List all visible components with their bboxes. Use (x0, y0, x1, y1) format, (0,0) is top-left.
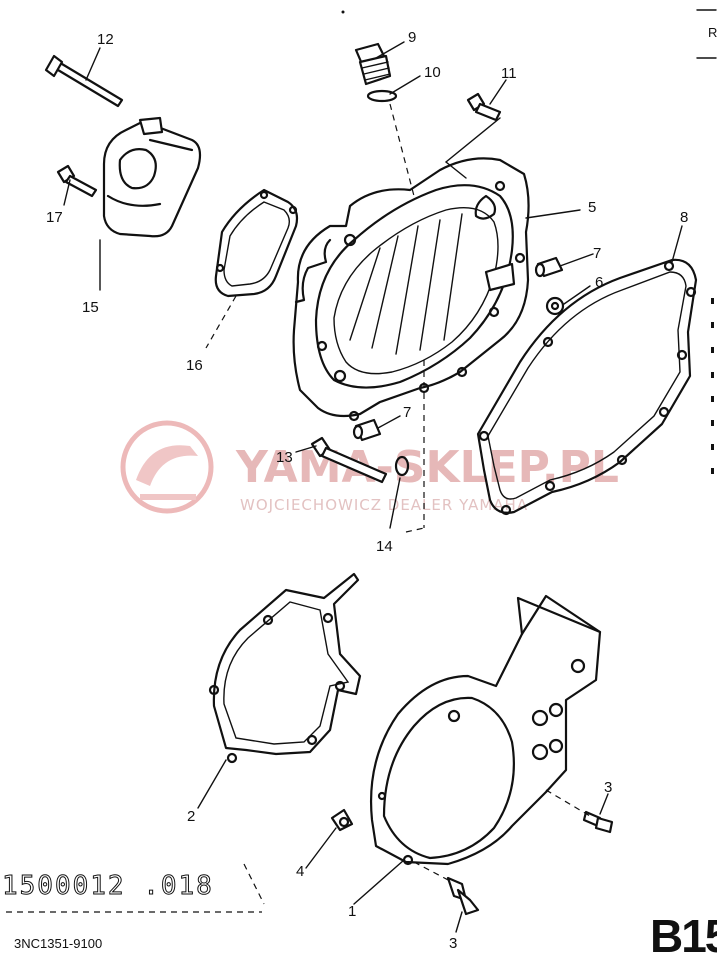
callout-7-upper: 7 (593, 245, 601, 262)
callout-3-lower: 3 (449, 935, 457, 952)
bolt-3-lower (446, 876, 480, 916)
callout-5: 5 (588, 199, 596, 216)
dowel-pin-7-lower (352, 418, 382, 442)
part-number: 3NC1351-9100 (14, 936, 102, 951)
watermark-logo (120, 420, 214, 514)
watermark-logo-shape (136, 445, 198, 486)
edge-marks: R (341, 9, 717, 474)
callout-4: 4 (296, 863, 304, 880)
gasket-8 (476, 258, 698, 516)
leader-lines (6, 41, 683, 933)
bolt-11 (466, 92, 502, 122)
o-ring-10 (366, 89, 398, 103)
callout-15: 15 (82, 299, 99, 316)
gasket-2 (208, 572, 362, 764)
callout-12: 12 (97, 31, 114, 48)
callout-14: 14 (376, 538, 393, 555)
callout-2: 2 (187, 808, 195, 825)
bolt-17 (56, 164, 98, 198)
crankcase-cover-5 (292, 157, 530, 422)
callout-3-upper: 3 (604, 779, 612, 796)
callout-9: 9 (408, 29, 416, 46)
footer: 1500012 .018 3NC1351-9100 B15 (2, 871, 717, 963)
callout-7-lower: 7 (403, 404, 411, 421)
plug-9 (354, 42, 392, 86)
gasket-16 (214, 188, 299, 298)
bolt-3-upper (582, 810, 614, 834)
bolt-13 (310, 436, 388, 484)
callout-labels: 12 17 15 16 9 10 11 5 8 7 6 7 13 14 2 4 … (46, 29, 688, 952)
callout-8: 8 (680, 209, 688, 226)
watermark-tagline: WOJCIECHOWICZ DEALER YAMAHA (240, 496, 528, 514)
page-code: B15 (650, 910, 717, 962)
callout-17: 17 (46, 209, 63, 226)
cover-15 (102, 116, 202, 238)
plug-4 (330, 808, 354, 832)
washer-14 (394, 455, 410, 477)
seal-6 (545, 296, 565, 316)
callout-11: 11 (501, 65, 517, 82)
cover-1 (369, 594, 602, 866)
callout-1: 1 (348, 903, 356, 920)
dowel-pin-7-upper (534, 256, 564, 278)
stamp-code: 1500012 .018 (2, 871, 214, 901)
callout-10: 10 (424, 64, 441, 81)
callout-16: 16 (186, 357, 203, 374)
bolt-12 (44, 54, 124, 108)
edge-mark-r: R (708, 25, 717, 40)
callout-6: 6 (595, 274, 603, 291)
callout-13: 13 (276, 449, 293, 466)
